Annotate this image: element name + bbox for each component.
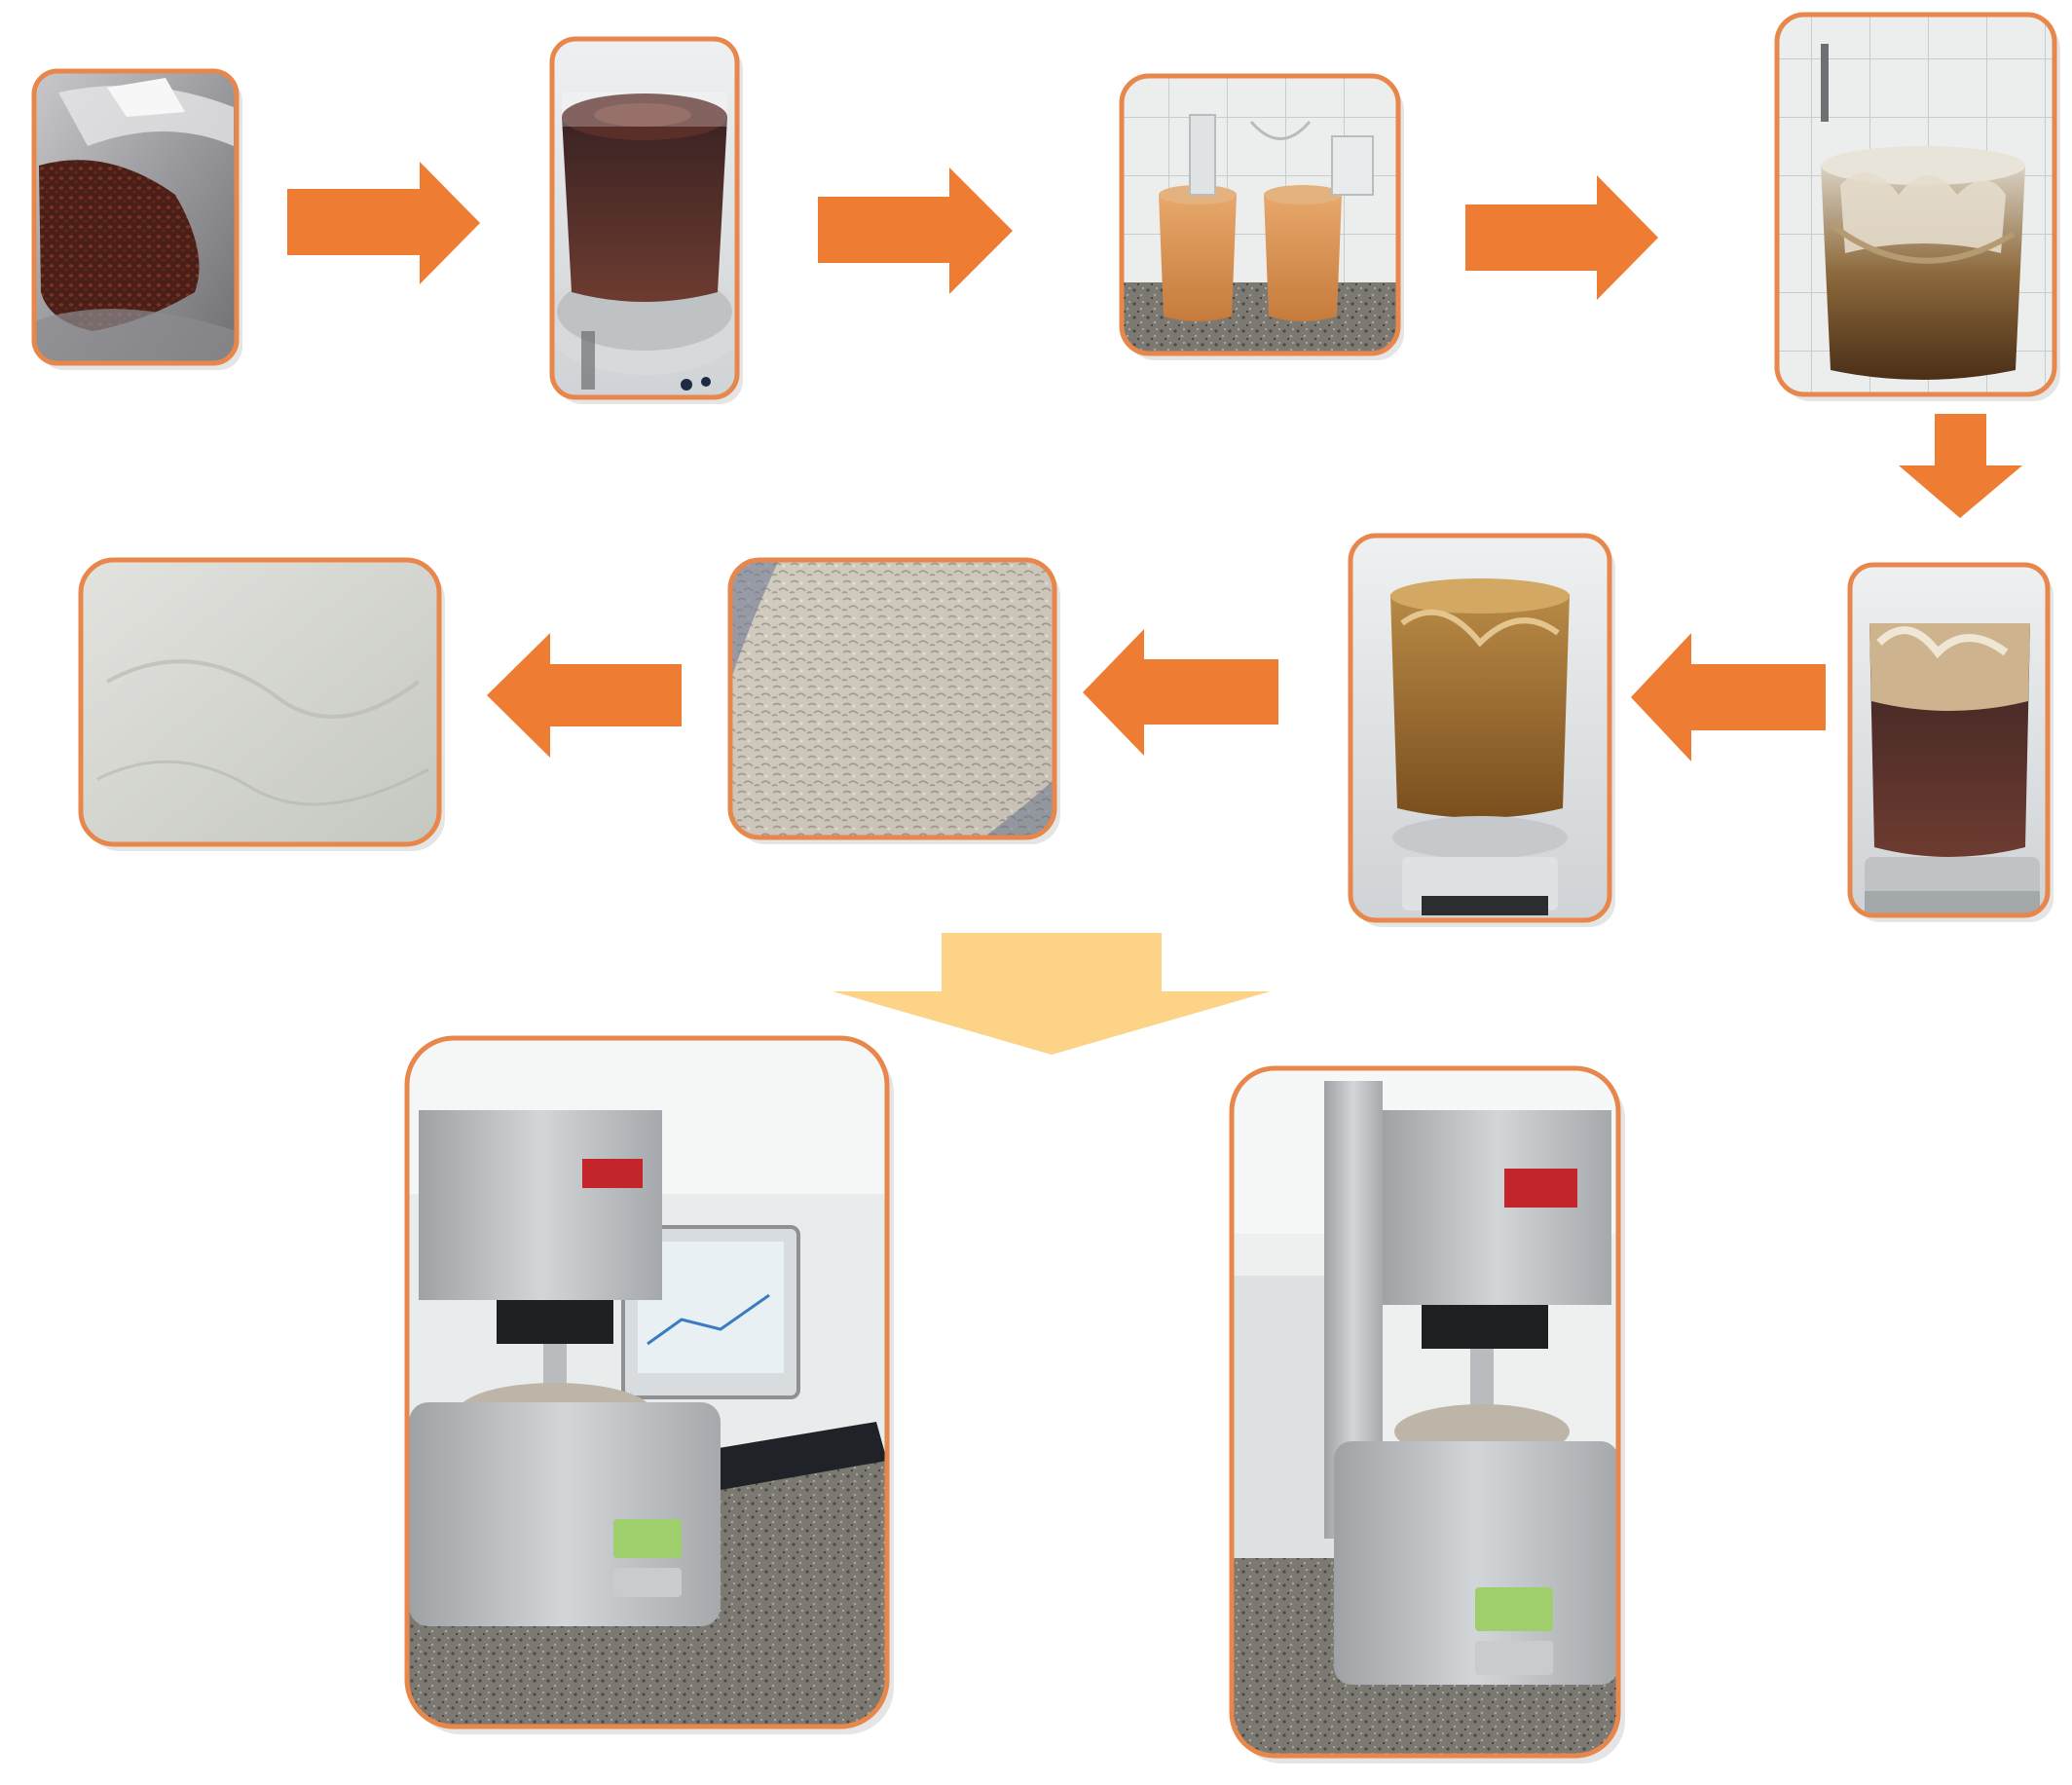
arrow-down-icon xyxy=(1899,414,2022,518)
wide-down-arrow-icon xyxy=(832,933,1271,1055)
arrow-left-icon xyxy=(1631,633,1826,762)
step-5-beaker-gel-on-hotplate-photo xyxy=(1847,562,2054,922)
rheometer-with-computer-photo xyxy=(404,1035,894,1734)
step-1-seeds-in-bag-photo xyxy=(31,68,242,370)
step-2-dark-liquid-beaker-photo xyxy=(549,36,743,404)
arrow-left-icon xyxy=(487,633,682,758)
arrow-left-icon xyxy=(1083,629,1278,756)
step-8-fine-powder-photo xyxy=(78,557,445,851)
step-3-two-beakers-orange-suspension-photo xyxy=(1119,73,1404,360)
step-7-dried-flakes-photo xyxy=(727,557,1060,844)
arrow-right-icon xyxy=(287,162,480,284)
step-6-beaker-amber-gel-on-stirrer-photo xyxy=(1348,533,1615,927)
rheometer-side-view-photo xyxy=(1229,1065,1625,1764)
arrow-right-icon xyxy=(1465,175,1658,300)
step-4-beaker-gel-precipitate-photo xyxy=(1774,12,2060,401)
arrow-right-icon xyxy=(818,167,1013,294)
